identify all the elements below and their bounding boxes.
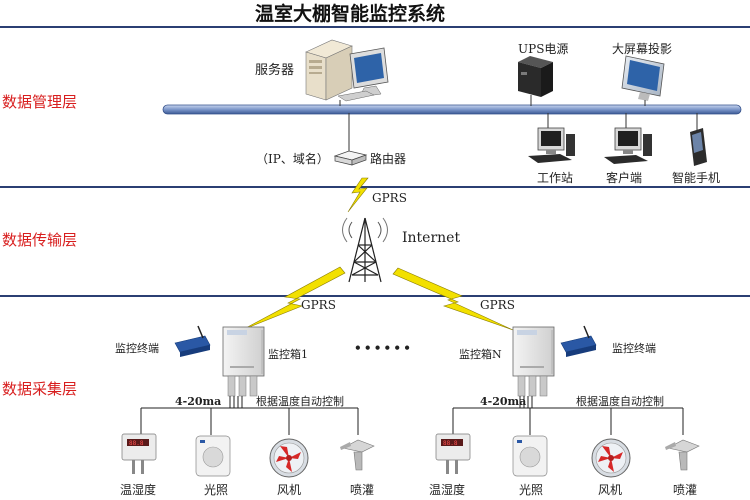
lightning-gprs-left <box>241 266 346 331</box>
ellipsis-label: • • • • • • <box>354 341 411 355</box>
temp-humidity-sensor-right-icon: 88.8 <box>435 433 471 474</box>
light-sensor-left-icon <box>195 435 231 477</box>
auto-control-label-right: 根据温度自动控制 <box>576 395 664 408</box>
device-label-sprinkler-left: 喷灌 <box>350 483 375 497</box>
device-label-sprinkler-right: 喷灌 <box>673 483 698 497</box>
server-icon <box>305 39 389 102</box>
device-label-temp-humidity-left: 温湿度 <box>120 483 157 497</box>
gprs-label-right: GPRS <box>480 298 515 312</box>
projector-icon <box>621 55 665 101</box>
internet-label: Internet <box>402 230 461 246</box>
control-box-n-label: 监控箱N <box>459 348 502 361</box>
client-icon <box>604 127 652 164</box>
monitor-terminal-right-icon <box>560 325 597 357</box>
control-box-1-label: 监控箱1 <box>268 348 308 361</box>
layer-label-management: 数据管理层 <box>2 93 78 111</box>
device-label-fan-right: 风机 <box>598 483 623 497</box>
wiring-right <box>452 396 684 435</box>
lightning-gprs-right <box>392 267 514 331</box>
wiring-left <box>140 396 359 435</box>
light-sensor-right-icon <box>512 435 548 477</box>
network-bus <box>162 104 742 115</box>
monitor-terminal-left-icon <box>174 325 211 357</box>
fan-left-icon <box>269 438 309 478</box>
temp-humidity-sensor-left-icon: 88.8 <box>121 433 157 474</box>
ups-label: UPS电源 <box>518 42 569 56</box>
sprinkler-left-icon <box>340 439 375 471</box>
workstation-icon <box>528 127 575 163</box>
router-label: 路由器 <box>370 152 407 166</box>
device-label-temp-humidity-right: 温湿度 <box>429 483 466 497</box>
layer-label-collection: 数据采集层 <box>2 380 78 398</box>
terminal-label-right: 监控终端 <box>612 342 656 355</box>
smartphone-icon <box>690 128 707 166</box>
control-box-1-icon <box>222 326 265 397</box>
svg-text:88.8: 88.8 <box>443 440 458 447</box>
auto-control-label-left: 根据温度自动控制 <box>256 395 344 408</box>
diagram-title: 温室大棚智能监控系统 <box>255 3 446 25</box>
fan-right-icon <box>591 438 631 478</box>
svg-text:88.8: 88.8 <box>129 440 144 447</box>
router-address-label: （IP、域名） <box>256 152 329 166</box>
workstation-label: 工作站 <box>537 171 574 185</box>
signal-label-right: 4-20ma <box>480 395 527 408</box>
signal-label-left: 4-20ma <box>175 395 222 408</box>
layer-label-transmission: 数据传输层 <box>2 231 78 249</box>
internet-tower-icon <box>342 217 388 283</box>
ups-icon <box>518 56 553 97</box>
lightning-gprs-top <box>347 177 369 213</box>
device-label-light-left: 光照 <box>204 483 229 497</box>
projector-label: 大屏幕投影 <box>612 42 673 56</box>
gprs-label-left: GPRS <box>301 298 336 312</box>
device-label-fan-left: 风机 <box>277 483 302 497</box>
terminal-label-left: 监控终端 <box>115 342 159 355</box>
control-box-n-icon <box>512 326 555 397</box>
device-label-light-right: 光照 <box>519 483 544 497</box>
server-label: 服务器 <box>255 63 295 78</box>
smartphone-label: 智能手机 <box>672 171 721 185</box>
client-label: 客户端 <box>606 171 643 185</box>
router-icon <box>333 150 368 166</box>
sprinkler-right-icon <box>665 439 700 471</box>
gprs-label-top: GPRS <box>372 191 407 205</box>
